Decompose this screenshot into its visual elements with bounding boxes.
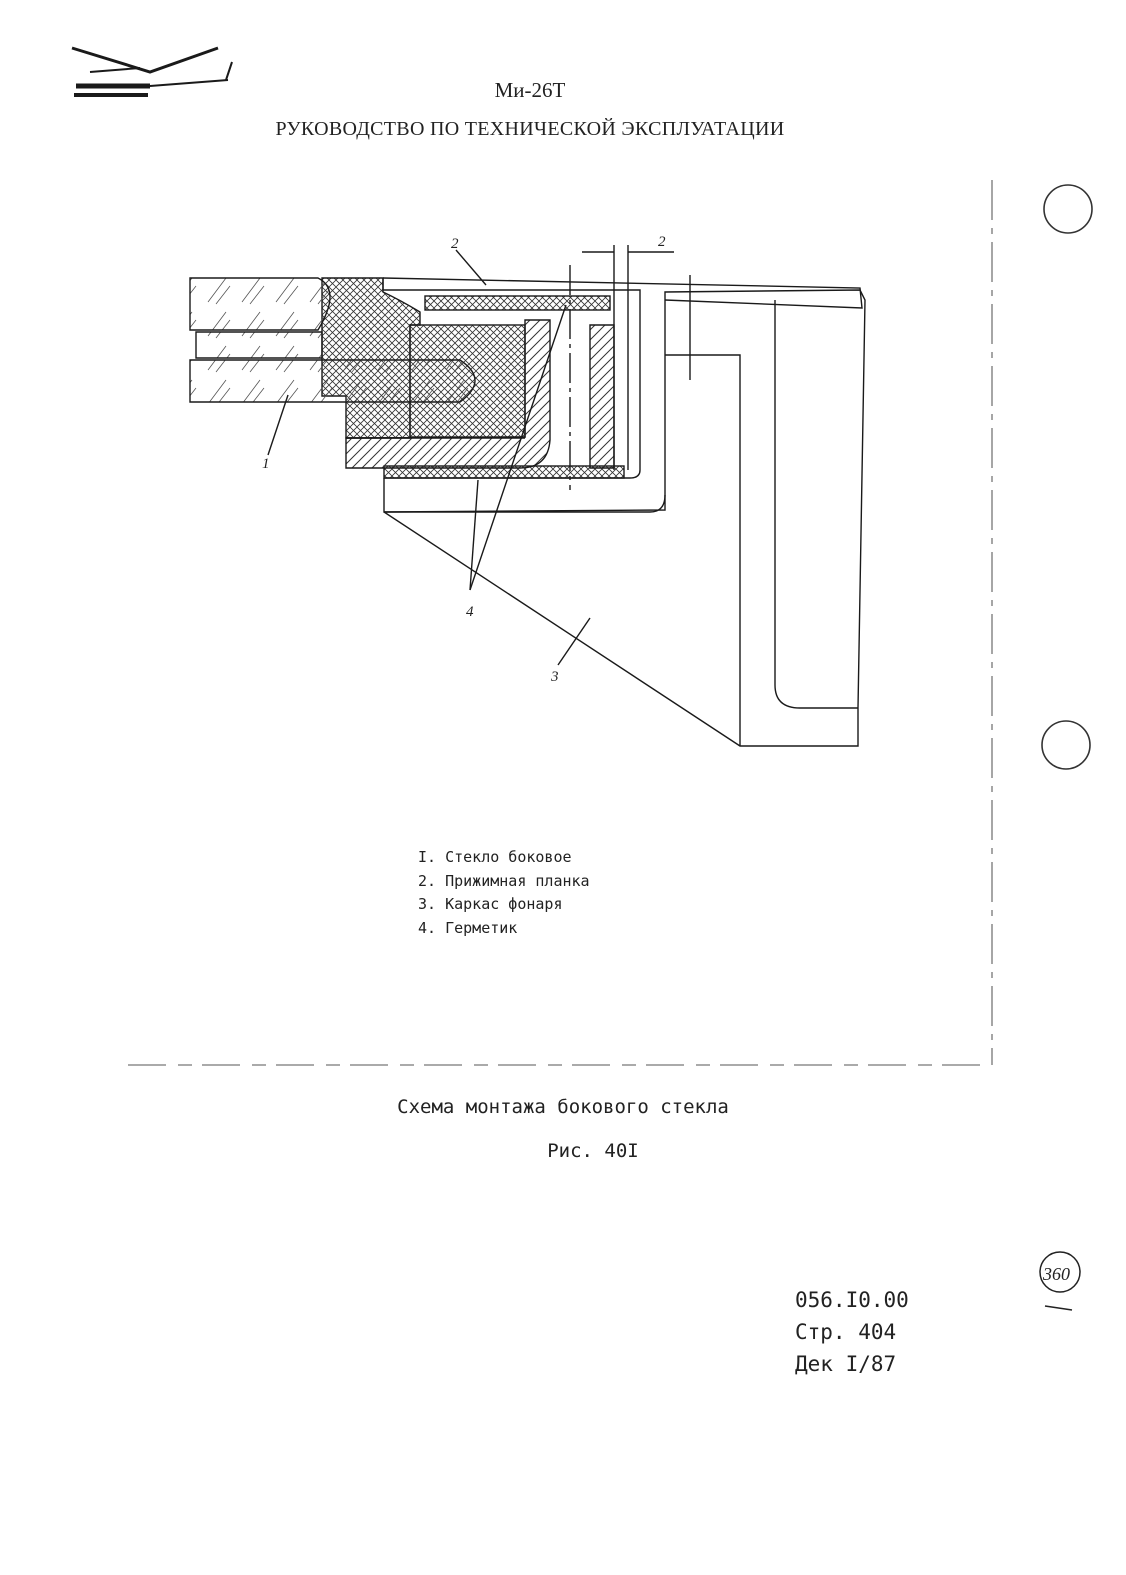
page-number: Стр. 404 xyxy=(795,1320,897,1344)
legend-item: 3. Каркас фонаря xyxy=(418,895,563,913)
binder-hole-icon xyxy=(1041,720,1091,770)
callout-4-sealant: 4 xyxy=(466,604,474,620)
legend-item: 4. Герметик xyxy=(418,918,518,937)
document-subtitle: РУКОВОДСТВО ПО ТЕХНИЧЕСКОЙ ЭКСПЛУАТАЦИИ xyxy=(275,118,785,140)
legend-item: 2. Прижимная планка xyxy=(418,871,590,890)
callout-2-plate: 2 xyxy=(451,236,459,252)
document-code: 056.I0.00 xyxy=(795,1288,909,1312)
legend: I. Стекло боковое 2. Прижимная планка 3.… xyxy=(418,846,590,940)
callout-2-dimension: 2 xyxy=(658,234,666,250)
callout-3-frame: 3 xyxy=(550,669,559,685)
binder-hole-icon xyxy=(1043,184,1093,234)
page-frame xyxy=(128,180,993,1066)
archive-stamp: 360 xyxy=(1039,1251,1081,1311)
revision-date: Дек I/87 xyxy=(795,1352,897,1376)
svg-text:360: 360 xyxy=(1042,1264,1070,1284)
figure-caption: Схема монтажа бокового стекла xyxy=(397,1096,729,1118)
document-title: Ми-26Т xyxy=(494,78,566,102)
callout-1-glass: 1 xyxy=(262,456,270,472)
mounting-cross-section xyxy=(189,245,866,747)
helicopter-logo-icon xyxy=(71,46,233,97)
legend-item: I. Стекло боковое xyxy=(418,848,572,866)
figure-number: Рис. 40I xyxy=(547,1140,639,1162)
